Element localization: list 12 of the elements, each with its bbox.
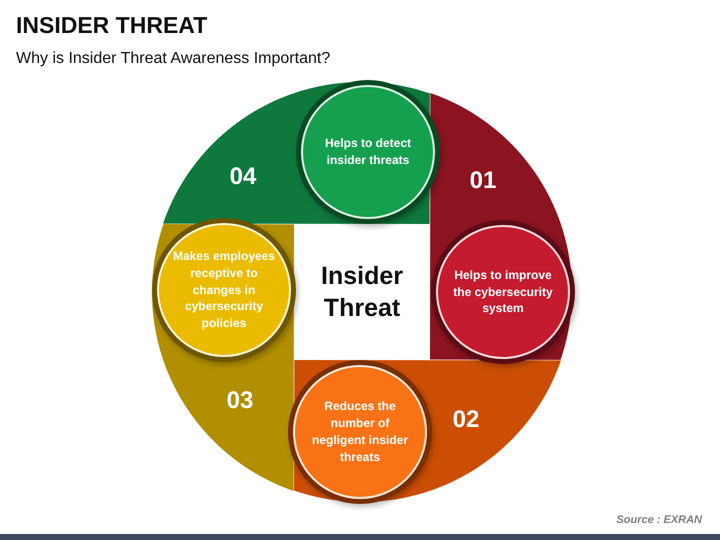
step-number: 02 [452, 408, 480, 432]
source-note: Source : EXRAN [616, 514, 702, 526]
circle-text: Makes employees receptive to changes in cybersecurity policies [172, 248, 276, 332]
title: INSIDER THREAT [16, 12, 208, 39]
step-number: 01 [470, 168, 496, 193]
circle-text: Helps to detect insider threats [324, 135, 412, 169]
step-number: 04 [230, 164, 256, 189]
circle-text: Reduces the number of negligent insider threats [310, 398, 409, 466]
subtitle: Why is Insider Threat Awareness Important? [16, 50, 330, 68]
circle-text: Helps to improve the cybersecurity system [452, 266, 554, 318]
center-title: Insider Threat [320, 260, 404, 324]
step-number: 03 [226, 388, 254, 413]
